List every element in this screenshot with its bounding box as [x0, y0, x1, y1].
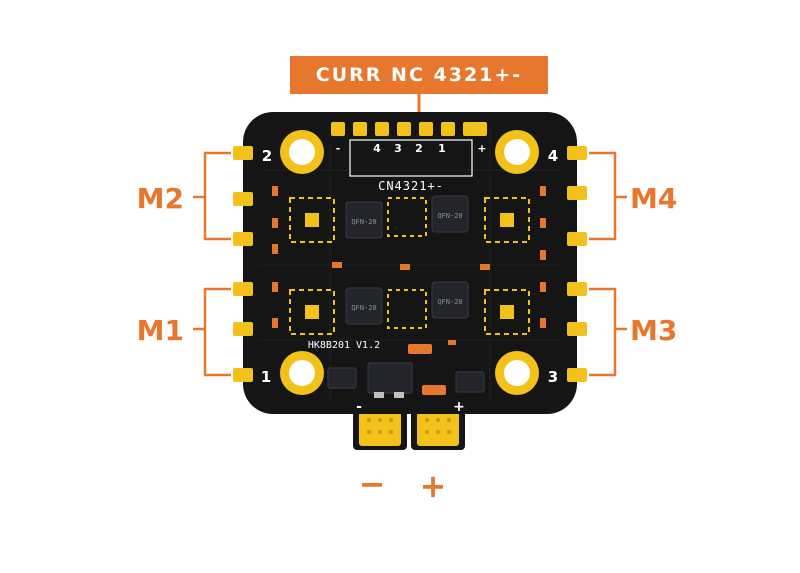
- smd-resistor: [272, 318, 278, 328]
- connector-pin-label: 1: [438, 142, 446, 155]
- svg-text:QFN-20: QFN-20: [351, 304, 376, 312]
- corner-number-top-left: 2: [262, 147, 272, 165]
- power-silk-minus: -: [356, 399, 362, 415]
- bracket-m3: [589, 287, 617, 377]
- smd-resistor: [272, 218, 278, 228]
- smd-resistor: [540, 282, 546, 292]
- motor-pad: [233, 232, 253, 246]
- power-label-minus: −: [359, 465, 386, 503]
- power-label-plus: +: [420, 467, 447, 505]
- motor-pad: [567, 186, 587, 200]
- mounting-hole-top-left: [280, 130, 324, 174]
- header-label-box: [290, 56, 548, 94]
- smd-resistor: [272, 244, 278, 254]
- qfn-chip: QFN-20: [345, 201, 383, 239]
- motor-brackets: [193, 151, 627, 377]
- smd-resistor: [540, 318, 546, 328]
- header-label: CURR NC 4321+-: [316, 64, 522, 86]
- mosfet-footprint: [387, 197, 427, 237]
- motor-label-m3: M3: [630, 314, 677, 347]
- motor-label-m4: M4: [630, 182, 677, 215]
- board-model: HK8B201 V1.2: [308, 340, 380, 351]
- connector-pad: [473, 122, 487, 136]
- motor-pad: [567, 146, 587, 160]
- motor-pad: [233, 146, 253, 160]
- smd-resistor: [332, 262, 342, 268]
- mosfet-footprint: [387, 289, 427, 329]
- connector-outline: [349, 139, 473, 177]
- corner-number-bottom-right: 3: [548, 368, 558, 386]
- smd-resistor: [400, 264, 410, 270]
- connector-silkscreen: CN4321+-: [378, 179, 444, 193]
- bracket-m2: [203, 151, 231, 241]
- power-silk-plus: +: [453, 399, 465, 415]
- connector-pad: [353, 122, 367, 136]
- smd-resistor: [540, 218, 546, 228]
- connector-pad: [441, 122, 455, 136]
- power-pad-minus: [359, 412, 401, 446]
- mounting-hole-bottom-left: [280, 351, 324, 395]
- svg-text:QFN-20: QFN-20: [351, 218, 376, 226]
- voltage-regulator: [367, 362, 413, 394]
- mosfet-footprint: [484, 197, 530, 243]
- bracket-m1: [203, 287, 231, 377]
- motor-pad: [233, 192, 253, 206]
- mosfet-footprint: [484, 289, 530, 335]
- motor-pad: [233, 322, 253, 336]
- motor-pad: [233, 368, 253, 382]
- mosfet-clusters: [289, 197, 530, 335]
- motor-pad: [567, 282, 587, 296]
- smd-resistor: [540, 186, 546, 196]
- svg-text:QFN-20: QFN-20: [437, 298, 462, 306]
- motor-pad: [567, 368, 587, 382]
- connector-pin-label: 2: [415, 142, 423, 155]
- qfn-chip: QFN-20: [431, 195, 469, 233]
- connector-pad: [397, 122, 411, 136]
- svg-text:QFN-20: QFN-20: [437, 212, 462, 220]
- power-pad-plus: [417, 412, 459, 446]
- mosfet-footprint: [289, 197, 335, 243]
- sot-chip: [327, 367, 357, 389]
- driver-chips: QFN-20 QFN-20 QFN-20 QFN-20: [345, 195, 469, 325]
- smd-resistor: [480, 264, 490, 270]
- corner-number-bottom-left: 1: [261, 368, 271, 386]
- motor-label-m2: M2: [137, 182, 184, 215]
- pcb-body: [243, 112, 577, 414]
- smd-resistor: [540, 250, 546, 260]
- smd-capacitor: [422, 385, 446, 395]
- motor-pad: [233, 282, 253, 296]
- mounting-holes: [280, 130, 539, 395]
- qfn-chip: QFN-20: [431, 281, 469, 319]
- connector-pin-label: +: [477, 142, 486, 155]
- passive-components: [272, 186, 546, 395]
- connector-pin-label: 4: [373, 142, 381, 155]
- smd-resistor: [272, 282, 278, 292]
- mounting-hole-bottom-right: [495, 351, 539, 395]
- motor-pad: [567, 232, 587, 246]
- mosfet-footprint: [289, 289, 335, 335]
- signal-connector: - 4 3 2 1 + CN4321+-: [328, 120, 488, 193]
- connector-pad: [331, 122, 345, 136]
- smd-resistor: [272, 186, 278, 196]
- corner-number-top-right: 4: [548, 147, 558, 165]
- motor-label-m1: M1: [137, 314, 184, 347]
- mounting-hole-top-right: [495, 130, 539, 174]
- regulator-area: HK8B201 V1.2 - +: [308, 340, 485, 415]
- connector-pin-label: -: [336, 142, 341, 155]
- motor-pad: [567, 322, 587, 336]
- bracket-m4: [589, 151, 617, 241]
- smd-capacitor: [408, 344, 432, 354]
- motor-pads-right: [567, 146, 587, 382]
- connector-pad: [375, 122, 389, 136]
- smd-resistor: [448, 340, 456, 345]
- header-callout: CURR NC 4321+-: [290, 56, 548, 118]
- qfn-chip: QFN-20: [345, 287, 383, 325]
- sot-chip: [455, 371, 485, 393]
- connector-pad: [419, 122, 433, 136]
- motor-pads-left: [233, 146, 253, 382]
- connector-pin-label: 3: [394, 142, 402, 155]
